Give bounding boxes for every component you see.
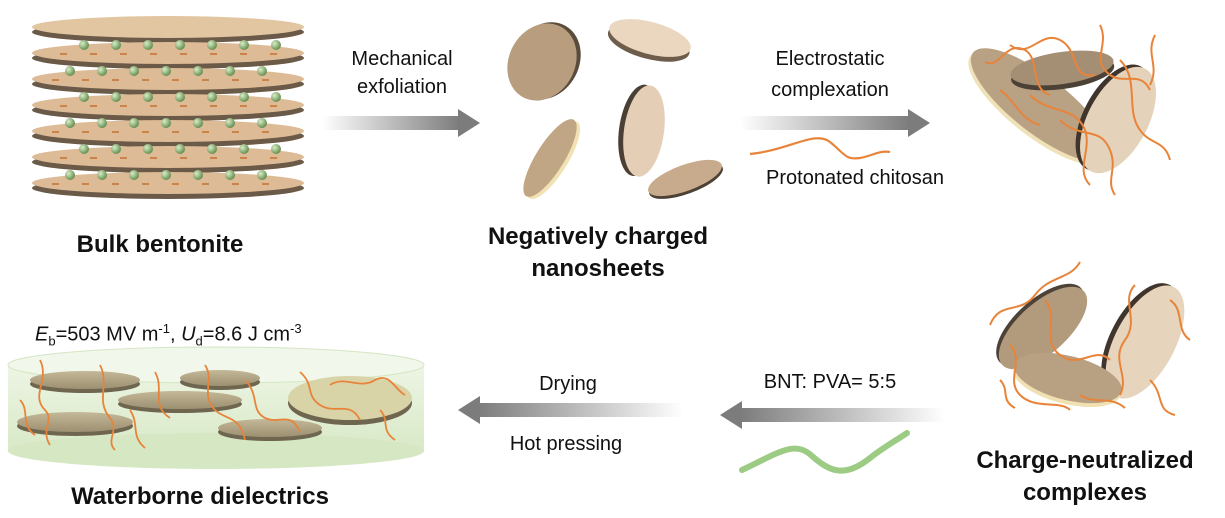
interlayer-ion (161, 66, 171, 76)
interlayer-ion (257, 66, 267, 76)
interlayer-ion (143, 144, 153, 154)
arrow-drying (458, 396, 683, 424)
interlayer-ion (129, 118, 139, 128)
nanosheets-illustration (507, 19, 723, 199)
label-nanosheets-line1: Negatively charged (487, 223, 709, 250)
arrow-complexation (740, 109, 930, 137)
interlayer-ion (271, 40, 281, 50)
interlayer-ion (161, 118, 171, 128)
step-ratio: BNT: PVA= 5:5 (763, 371, 897, 393)
complexes-top-illustration (968, 24, 1171, 196)
step-exfoliation-line1: Mechanical (351, 48, 453, 70)
interlayer-ion (143, 40, 153, 50)
interlayer-ion (161, 170, 171, 180)
interlayer-ion (175, 144, 185, 154)
bentonite-layer (32, 94, 304, 121)
interlayer-ion (97, 118, 107, 128)
interlayer-ion (239, 40, 249, 50)
label-waterborne-dielectrics: Waterborne dielectrics (71, 483, 329, 510)
interlayer-ion (143, 92, 153, 102)
arrow-exfoliation (322, 109, 480, 137)
interlayer-ion (239, 144, 249, 154)
interlayer-ion (271, 144, 281, 154)
interlayer-ion (193, 66, 203, 76)
interlayer-ion (193, 118, 203, 128)
interlayer-ion (129, 170, 139, 180)
interlayer-ion (257, 118, 267, 128)
interlayer-ion (225, 118, 235, 128)
dielectric-properties: Eb=503 MV m-1, Ud=8.6 J cm-3 (35, 321, 302, 349)
pva-strand (739, 430, 910, 474)
interlayer-ion (111, 40, 121, 50)
interlayer-ion (97, 66, 107, 76)
bentonite-layer (32, 146, 304, 173)
bulk-bentonite-stack (32, 16, 304, 199)
interlayer-ion (175, 40, 185, 50)
bentonite-layer (32, 42, 304, 69)
label-complexes-line1: Charge-neutralized (976, 447, 1194, 474)
waterborne-dielectrics-illustration (7, 346, 425, 469)
interlayer-ion (65, 170, 75, 180)
interlayer-ion (257, 170, 267, 180)
arrow-ratio (720, 401, 945, 429)
interlayer-ion (225, 66, 235, 76)
step-complexation-line1: Electrostatic (775, 48, 885, 70)
step-hot-pressing: Hot pressing (509, 433, 623, 455)
step-exfoliation-line2: exfoliation (356, 76, 448, 98)
complexes-bottom-illustration (989, 261, 1191, 416)
step-complexation-line2: complexation (771, 79, 889, 101)
label-complexes-line2: complexes (1022, 479, 1148, 506)
label-nanosheets-line2: nanosheets (531, 255, 665, 282)
interlayer-ion (239, 92, 249, 102)
interlayer-ion (207, 144, 217, 154)
interlayer-ion (65, 66, 75, 76)
interlayer-ion (65, 118, 75, 128)
interlayer-ion (79, 92, 89, 102)
interlayer-ion (79, 144, 89, 154)
chitosan-strand (749, 137, 891, 160)
interlayer-ion (111, 92, 121, 102)
interlayer-ion (271, 92, 281, 102)
interlayer-ion (111, 144, 121, 154)
interlayer-ion (97, 170, 107, 180)
step-drying: Drying (539, 373, 597, 395)
bentonite-layer (32, 16, 304, 43)
interlayer-ion (79, 40, 89, 50)
label-bulk-bentonite: Bulk bentonite (76, 231, 244, 258)
interlayer-ion (207, 92, 217, 102)
interlayer-ion (207, 40, 217, 50)
interlayer-ion (175, 92, 185, 102)
label-protonated-chitosan: Protonated chitosan (766, 167, 944, 189)
interlayer-ion (129, 66, 139, 76)
interlayer-ion (193, 170, 203, 180)
interlayer-ion (225, 170, 235, 180)
